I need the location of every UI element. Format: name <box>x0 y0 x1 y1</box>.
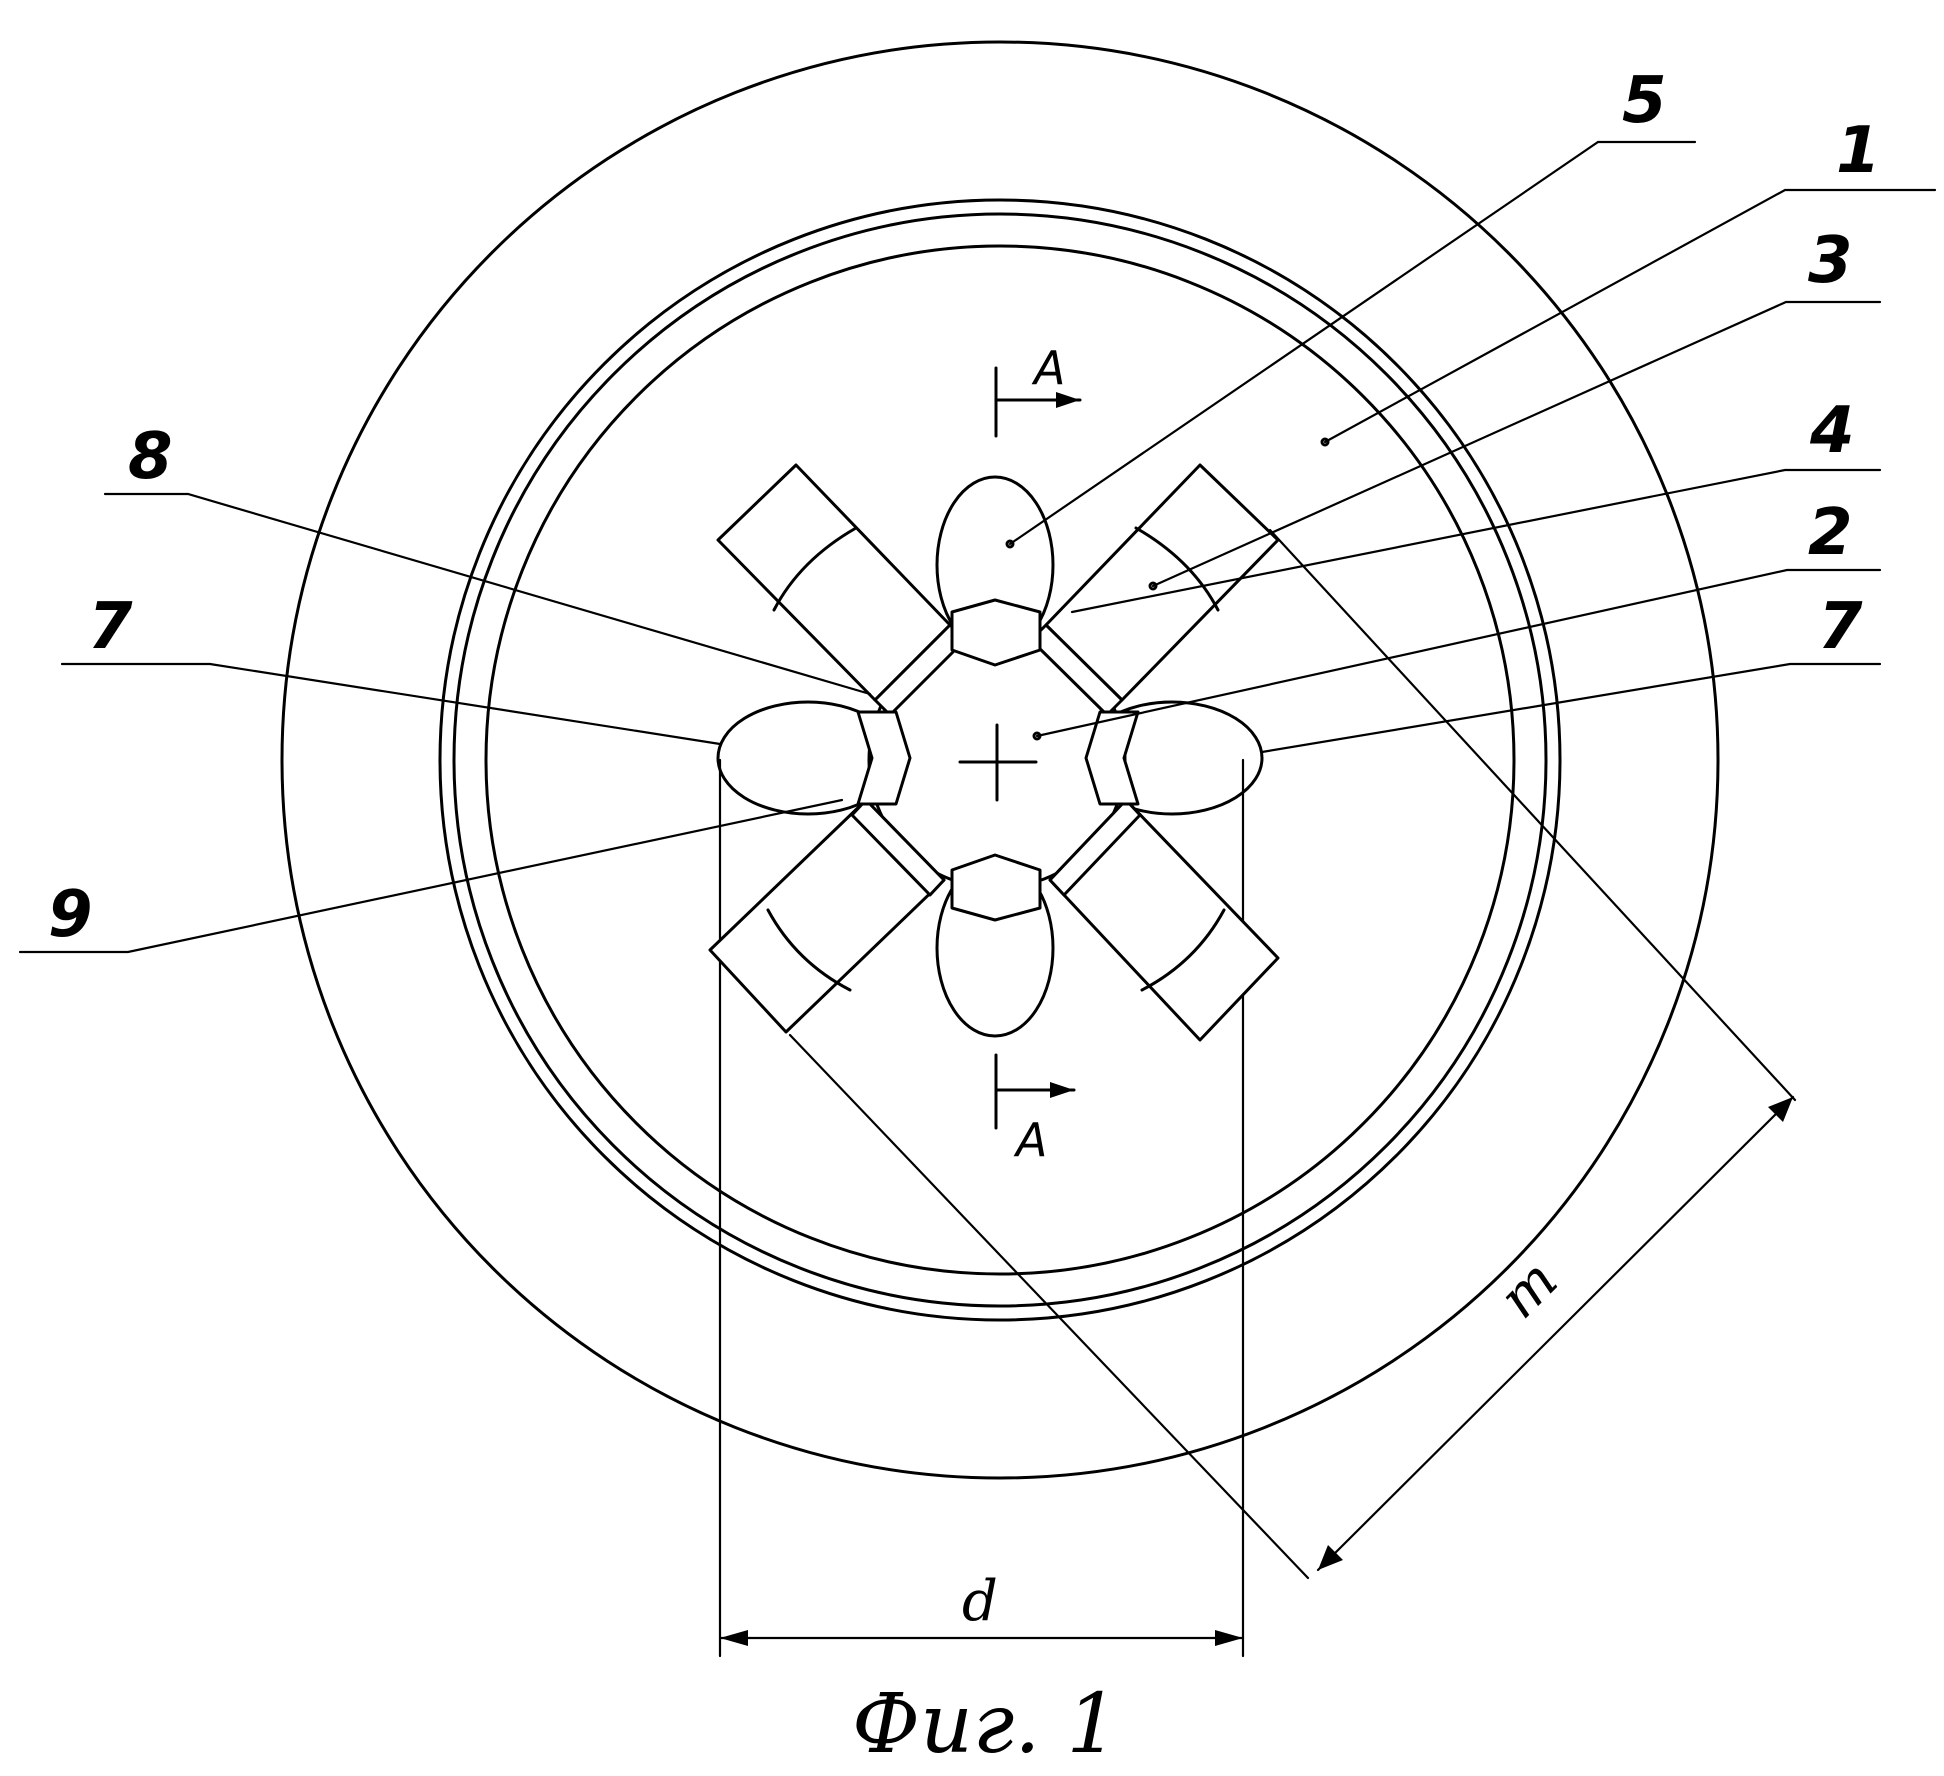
leader-9 <box>20 800 842 952</box>
leader-7-left <box>62 664 720 744</box>
section-mark-bottom-label: A <box>1013 1113 1047 1167</box>
blade-upper-left <box>718 465 965 715</box>
extension-line-lower-left <box>790 1035 1308 1578</box>
tip-bottom <box>952 855 1040 920</box>
section-mark-bottom: A <box>996 1055 1074 1167</box>
label-7-right: 7 <box>1818 590 1863 664</box>
label-3: 3 <box>1808 224 1853 298</box>
label-5: 5 <box>1622 64 1667 138</box>
label-8: 8 <box>128 420 173 494</box>
section-mark-top: A <box>996 341 1080 436</box>
label-9: 9 <box>48 878 93 952</box>
figure-caption: Фиг. 1 <box>852 1677 1119 1772</box>
dimension-m: m <box>1318 1097 1793 1570</box>
label-7-left: 7 <box>88 590 133 664</box>
leader-7-right <box>1262 664 1880 752</box>
dimension-m-label: m <box>1487 1248 1571 1332</box>
section-mark-top-label: A <box>1031 341 1065 395</box>
label-2: 2 <box>1808 496 1853 570</box>
dimension-d-label: d <box>962 1569 998 1634</box>
label-1: 1 <box>1836 114 1881 188</box>
tip-top <box>952 600 1040 665</box>
label-4: 4 <box>1809 394 1855 468</box>
